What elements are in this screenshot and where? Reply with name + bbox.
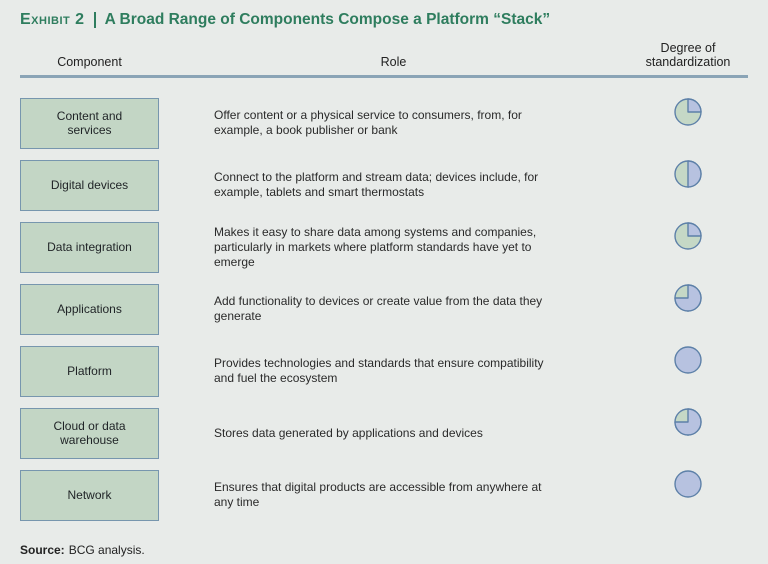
component-box: Content and services [20, 97, 159, 149]
role-cell: Ensures that digital products are access… [214, 464, 573, 526]
standardization-cell [628, 154, 748, 216]
component-label: Cloud or data warehouse [53, 419, 126, 447]
table-row-platform: Platform Provides technologies and stand… [20, 340, 748, 402]
standardization-cell [628, 464, 748, 526]
role-cell: Makes it easy to share data among system… [214, 216, 573, 278]
standardization-cell [628, 216, 748, 278]
component-box: Network [20, 469, 159, 521]
standardization-cell [628, 402, 748, 464]
table-row-cloud-or-data-warehouse: Cloud or data warehouse Stores data gene… [20, 402, 748, 464]
table-row-applications: Applications Add functionality to device… [20, 278, 748, 340]
component-label: Applications [57, 302, 122, 316]
role-text: Provides technologies and standards that… [214, 356, 544, 385]
role-cell: Provides technologies and standards that… [214, 340, 573, 402]
component-cell: Content and services [20, 92, 159, 154]
standardization-pie-icon [673, 221, 703, 251]
table-body: Content and services Offer content or a … [20, 92, 748, 526]
standardization-cell [628, 278, 748, 340]
column-header-standardization: Degree of standardization [628, 41, 748, 69]
standardization-pie-icon [673, 159, 703, 189]
source-note: Source:BCG analysis. [20, 543, 748, 557]
component-box: Platform [20, 345, 159, 397]
role-text: Connect to the platform and stream data;… [214, 170, 539, 199]
table-row-data-integration: Data integration Makes it easy to share … [20, 216, 748, 278]
source-text: BCG analysis. [68, 543, 145, 557]
role-text: Makes it easy to share data among system… [214, 224, 537, 269]
component-cell: Platform [20, 340, 159, 402]
table-row-content-and-services: Content and services Offer content or a … [20, 92, 748, 154]
role-text: Add functionality to devices or create v… [214, 294, 543, 323]
column-header-component: Component [57, 55, 122, 69]
component-box: Data integration [20, 221, 159, 273]
component-label: Network [67, 488, 112, 502]
title-separator-bar [93, 12, 96, 28]
component-cell: Data integration [20, 216, 159, 278]
component-cell: Network [20, 464, 159, 526]
role-text: Offer content or a physical service to c… [214, 108, 522, 137]
role-cell: Stores data generated by applications an… [214, 402, 573, 464]
component-cell: Cloud or data warehouse [20, 402, 159, 464]
role-cell: Add functionality to devices or create v… [214, 278, 573, 340]
component-label: Content and services [56, 109, 123, 137]
table-header: Component Role Degree of standardization [20, 41, 748, 78]
exhibit-header: Exhibit 2 A Broad Range of Components Co… [20, 9, 748, 31]
role-text: Ensures that digital products are access… [214, 480, 542, 509]
standardization-header-line2: standardization [645, 55, 731, 69]
standardization-header-line1: Degree of [660, 41, 716, 55]
table-row-network: Network Ensures that digital products ar… [20, 464, 748, 526]
standardization-cell [628, 340, 748, 402]
standardization-pie-icon [673, 469, 703, 499]
standardization-pie-icon [673, 283, 703, 313]
role-cell: Connect to the platform and stream data;… [214, 154, 573, 216]
standardization-pie-icon [673, 345, 703, 375]
role-cell: Offer content or a physical service to c… [214, 92, 573, 154]
component-cell: Applications [20, 278, 159, 340]
standardization-pie-icon [673, 407, 703, 437]
exhibit-number: Exhibit 2 [20, 11, 85, 28]
component-box: Applications [20, 283, 159, 335]
component-box: Cloud or data warehouse [20, 407, 159, 459]
component-label: Data integration [47, 240, 132, 254]
exhibit-title-text: A Broad Range of Components Compose a Pl… [104, 11, 551, 28]
component-cell: Digital devices [20, 154, 159, 216]
standardization-pie-icon [673, 97, 703, 127]
source-label: Source: [20, 543, 65, 557]
column-header-role: Role [380, 55, 407, 69]
table-row-digital-devices: Digital devices Connect to the platform … [20, 154, 748, 216]
component-label: Digital devices [50, 178, 129, 192]
role-text: Stores data generated by applications an… [214, 425, 483, 440]
component-box: Digital devices [20, 159, 159, 211]
component-label: Platform [67, 364, 112, 378]
standardization-cell [628, 92, 748, 154]
